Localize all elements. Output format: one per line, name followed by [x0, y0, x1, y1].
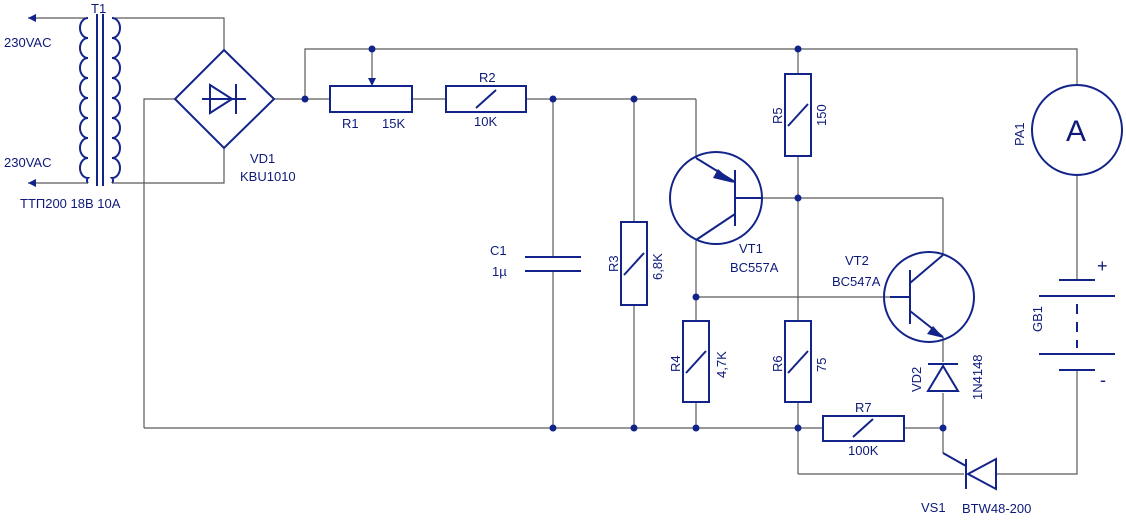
vd2-part: 1N4148 — [970, 354, 985, 400]
c1-value: 1µ — [492, 264, 507, 279]
bridge-rectifier-vd1: VD1 KBU1010 — [173, 48, 296, 184]
resistor-r4: R4 4,7K — [668, 320, 729, 403]
gb1-plus: + — [1097, 256, 1108, 276]
r1-value: 15K — [382, 116, 405, 131]
t1-spec: ТТП200 18В 10А — [20, 196, 121, 211]
r5-value: 150 — [814, 104, 829, 126]
transistor-vt1: VT1 BC557A — [669, 151, 779, 275]
r2-value: 10K — [474, 114, 497, 129]
secondary-winding — [109, 17, 121, 184]
vt2-ref: VT2 — [845, 253, 869, 268]
resistor-r3: R3 6,8K — [606, 221, 665, 306]
r6-value: 75 — [814, 358, 829, 372]
vd1-ref: VD1 — [250, 151, 275, 166]
transistor-vt2: VT2 BC547A — [832, 251, 975, 343]
r5-ref: R5 — [770, 107, 785, 124]
r1-ref: R1 — [342, 116, 359, 131]
vd2-ref: VD2 — [909, 367, 924, 392]
r3-ref: R3 — [606, 255, 621, 272]
resistor-r7: R7 100K — [822, 400, 905, 458]
r4-value: 4,7K — [714, 351, 729, 378]
vt1-emitter-arrow-icon — [713, 169, 734, 183]
resistor-r6: R6 75 — [770, 320, 829, 403]
wiper-arrow-icon — [368, 78, 376, 86]
gb1-ref: GB1 — [1030, 306, 1045, 332]
c1-ref: C1 — [490, 243, 507, 258]
pa1-ref: PA1 — [1012, 122, 1027, 146]
battery-gb1: GB1 + - — [1030, 256, 1115, 390]
vt2-part: BC547A — [832, 274, 881, 289]
ammeter-pa1: A PA1 — [1012, 84, 1123, 176]
input-arrow-top-icon — [28, 14, 36, 22]
resistor-r5: R5 150 — [770, 73, 829, 157]
vd1-part: KBU1010 — [240, 169, 296, 184]
vt1-ref: VT1 — [739, 241, 763, 256]
t1-ref: T1 — [91, 1, 106, 16]
capacitor-c1: C1 1µ — [490, 243, 581, 279]
vs1-ref: VS1 — [921, 500, 946, 515]
input-label-top: 230VAC — [4, 35, 51, 50]
r4-ref: R4 — [668, 355, 683, 372]
vs1-part: BTW48-200 — [962, 501, 1031, 516]
ammeter-symbol: A — [1066, 115, 1086, 148]
r2-ref: R2 — [479, 70, 496, 85]
r6-ref: R6 — [770, 355, 785, 372]
gb1-minus: - — [1100, 370, 1106, 390]
thyristor-vs1: VS1 BTW48-200 — [921, 452, 1031, 516]
wires — [28, 17, 1078, 475]
r3-value: 6,8K — [650, 253, 665, 280]
primary-winding — [79, 17, 91, 184]
transformer-t1: T1 230VAC 230VAC ТТП200 18В 10А — [4, 1, 121, 211]
junction-dots — [301, 45, 947, 432]
r7-value: 100K — [848, 443, 879, 458]
r7-ref: R7 — [855, 400, 872, 415]
diode-vd2: VD2 1N4148 — [909, 354, 985, 400]
vt1-part: BC557A — [730, 260, 779, 275]
input-label-bottom: 230VAC — [4, 155, 51, 170]
input-arrow-bottom-icon — [28, 179, 36, 187]
resistor-r2: R2 10K — [445, 70, 527, 129]
vt2-emitter-arrow-icon — [927, 326, 944, 338]
potentiometer-r1: R1 15K — [329, 78, 413, 131]
